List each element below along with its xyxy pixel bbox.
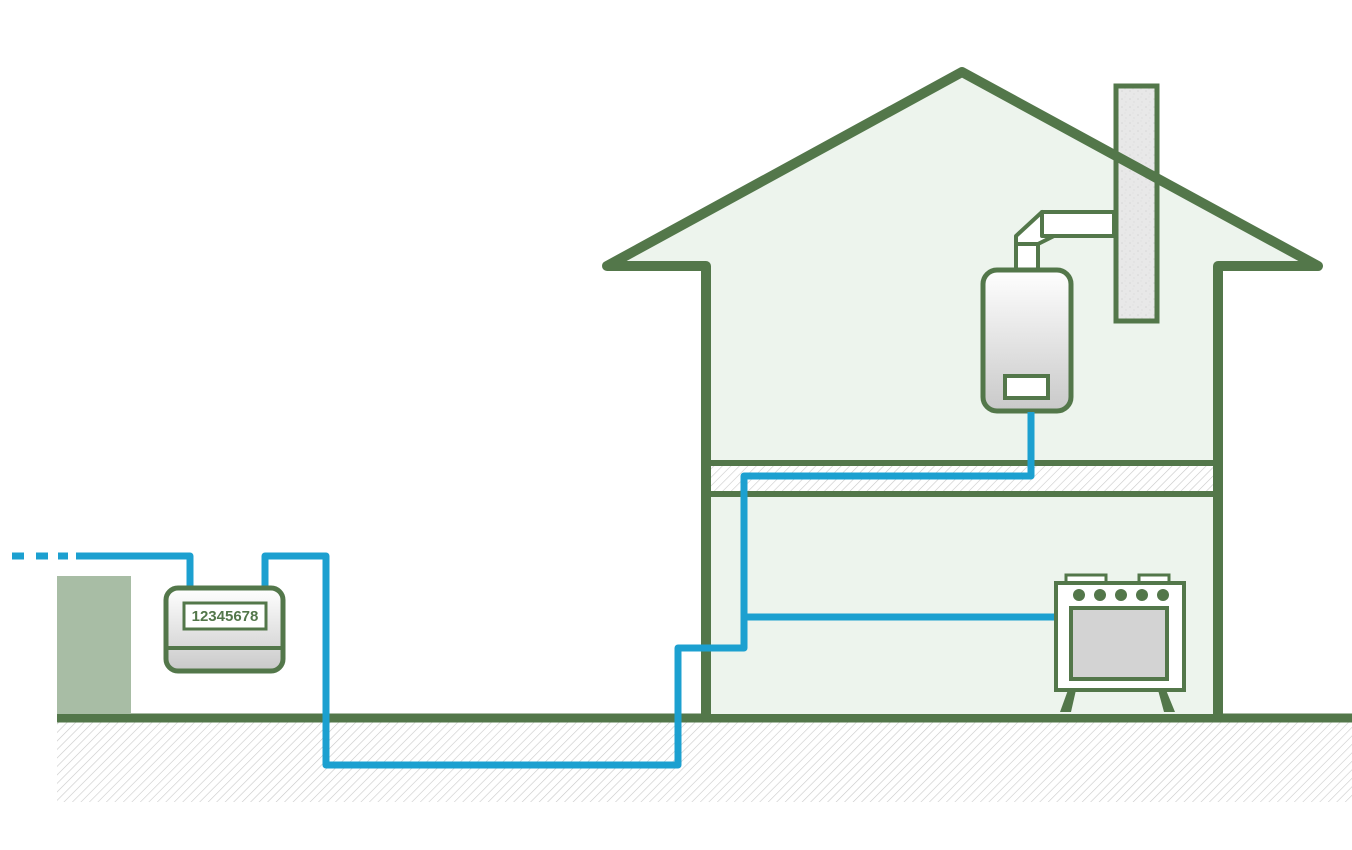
stove-knob — [1073, 589, 1085, 601]
ground-hatch — [57, 721, 1352, 802]
boiler-display — [1003, 374, 1050, 400]
gas-meter-icon: 12345678 — [163, 585, 286, 674]
meter-display — [182, 601, 268, 631]
stove-knob — [1094, 589, 1106, 601]
gas-main-pipe — [261, 412, 1035, 769]
stove-oven-window — [1069, 606, 1169, 681]
gas-pipe — [12, 412, 1056, 769]
stove-knob — [1115, 589, 1127, 601]
house-outline — [602, 67, 1323, 719]
stove-leg-right — [1158, 690, 1175, 712]
outside-wall — [57, 576, 131, 714]
flue-pipe-icon — [1014, 210, 1116, 274]
stove-leg-left — [1060, 690, 1076, 712]
stove-knob — [1157, 589, 1169, 601]
chimney-icon — [1113, 83, 1160, 324]
meter-reading: 12345678 — [192, 608, 259, 625]
stove-knob — [1136, 589, 1148, 601]
gas-stove-icon — [1054, 573, 1186, 712]
gas-supply-pipe — [76, 552, 194, 588]
wall-boiler-icon — [980, 267, 1074, 414]
